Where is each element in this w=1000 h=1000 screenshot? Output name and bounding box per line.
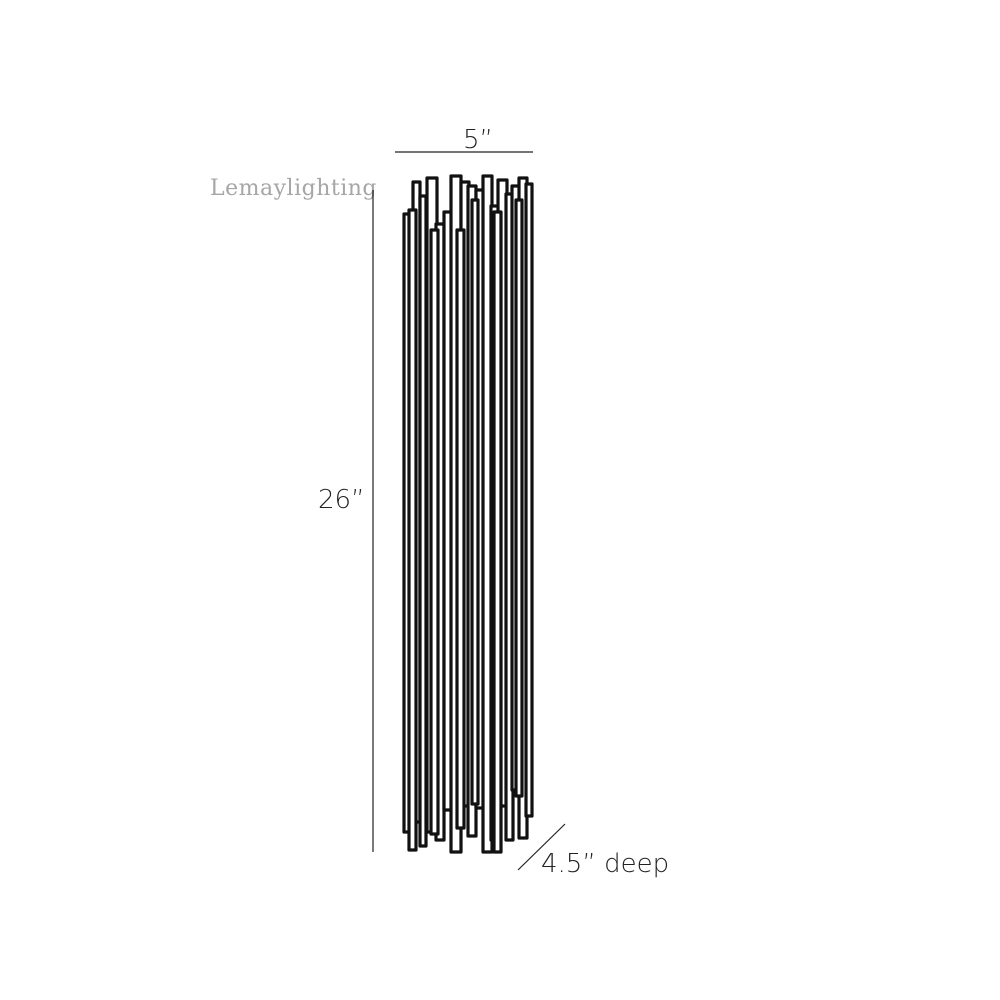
sconce-rods: [402, 174, 534, 854]
rod: [429, 228, 440, 836]
height-dimension-label: 26”: [318, 485, 365, 515]
watermark-text: Lemaylighting: [210, 176, 377, 201]
rod: [514, 198, 524, 798]
rod: [492, 210, 503, 854]
rod: [455, 228, 466, 830]
rod: [407, 208, 418, 852]
depth-dimension-label: 4.5” deep: [541, 849, 669, 879]
width-dimension-label: 5”: [463, 125, 493, 155]
rod: [524, 182, 534, 818]
rod: [418, 194, 428, 848]
depth-dimension-line: [517, 823, 566, 871]
rod: [470, 198, 480, 806]
